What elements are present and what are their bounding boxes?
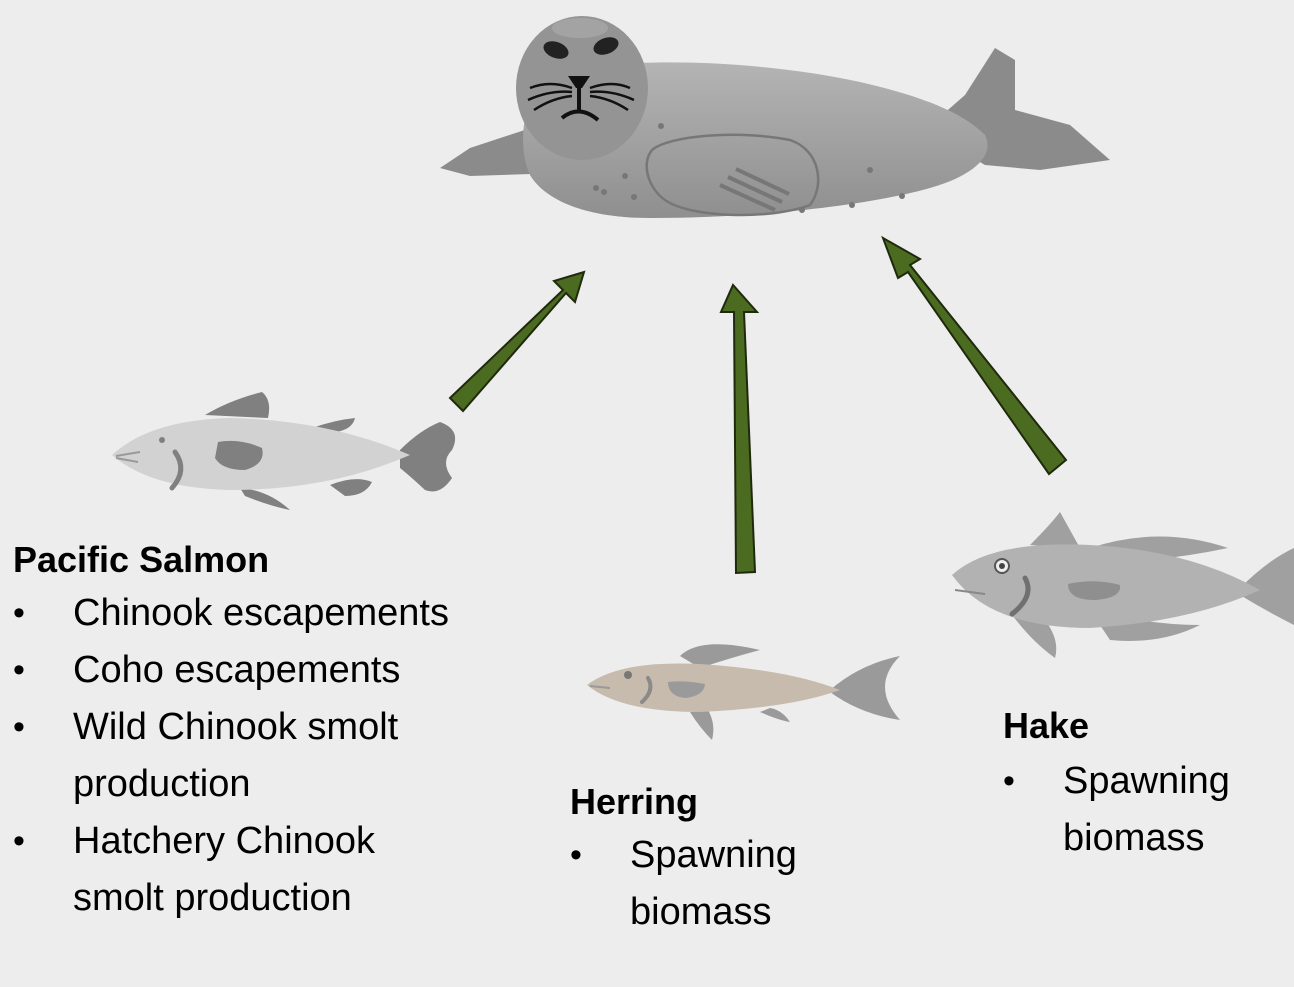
list-item: Spawning biomass [1003, 753, 1293, 867]
herring-label-block: Herring Spawning biomass [570, 780, 850, 941]
list-item: Wild Chinook smolt production [13, 699, 473, 813]
seal-icon [440, 16, 1110, 218]
herring-title: Herring [570, 780, 850, 823]
salmon-title: Pacific Salmon [13, 538, 473, 581]
list-item: Coho escapements [13, 642, 473, 699]
arrow-hake-to-seal [883, 238, 1066, 474]
hake-list: Spawning biomass [1003, 753, 1293, 867]
salmon-label-block: Pacific Salmon Chinook escapements Coho … [13, 538, 473, 927]
arrow-herring-to-seal [721, 285, 757, 573]
hake-label-block: Hake Spawning biomass [1003, 704, 1293, 867]
list-item: Spawning biomass [570, 827, 850, 941]
herring-list: Spawning biomass [570, 827, 850, 941]
herring-icon [587, 644, 900, 740]
arrow-salmon-to-seal [450, 272, 584, 411]
list-item: Chinook escapements [13, 585, 473, 642]
hake-icon [952, 512, 1294, 658]
list-item: Hatchery Chinook smolt production [13, 813, 473, 927]
hake-title: Hake [1003, 704, 1293, 747]
salmon-icon [112, 392, 455, 510]
salmon-list: Chinook escapements Coho escapements Wil… [13, 585, 473, 927]
